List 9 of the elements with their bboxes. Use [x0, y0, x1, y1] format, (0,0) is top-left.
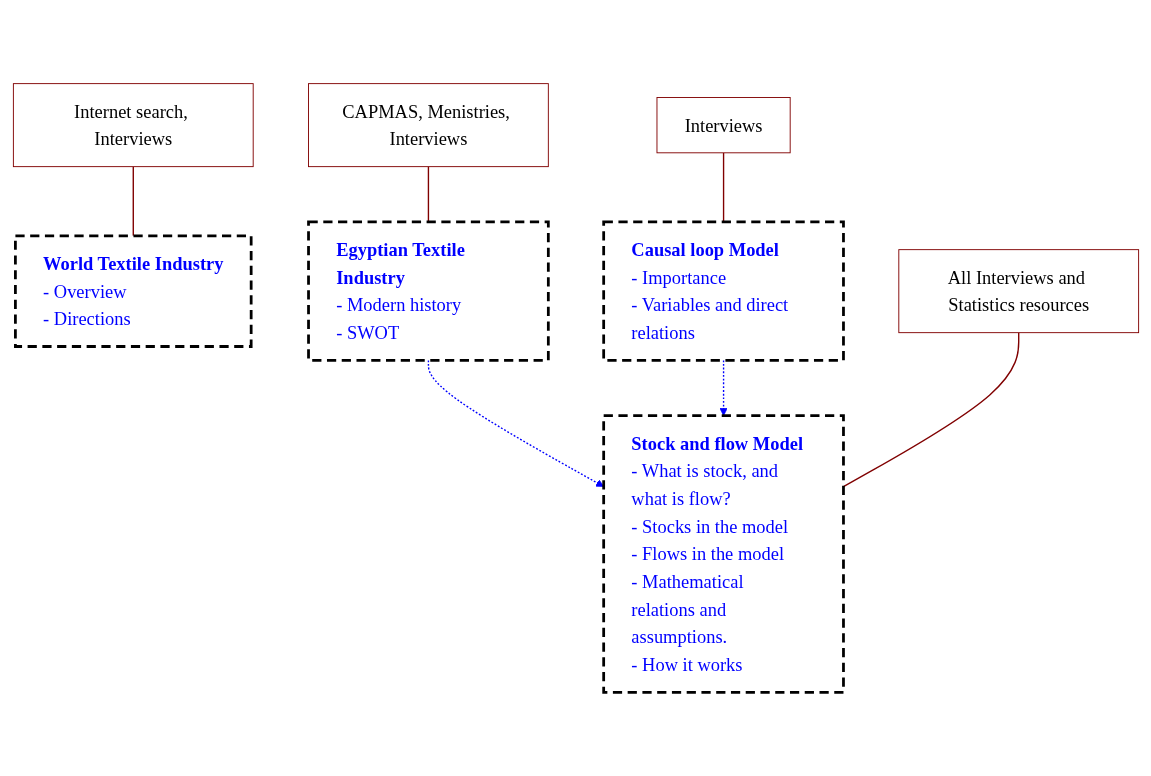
- node-box: World Textile Industry - Overview - Directions: [13, 234, 253, 348]
- node-box: Internet search, Interviews: [12, 83, 254, 168]
- connector: [842, 331, 1019, 488]
- node-box: All Interviews and Statistics resources: [897, 249, 1139, 334]
- node-box: Stock and flow Model - What is stock, and what is flow? - Stocks in the model - Flows in the model - Mathematical relations and assumptions. - How it works: [601, 414, 845, 694]
- node-box: CAPMAS, Menistries, Interviews: [307, 83, 549, 168]
- node-box: Egyptian Textile Industry - Modern history - SWOT: [306, 220, 550, 362]
- node-box: Interviews: [656, 97, 791, 154]
- node-box: Causal loop Model - Importance - Variables and direct relations: [601, 220, 845, 362]
